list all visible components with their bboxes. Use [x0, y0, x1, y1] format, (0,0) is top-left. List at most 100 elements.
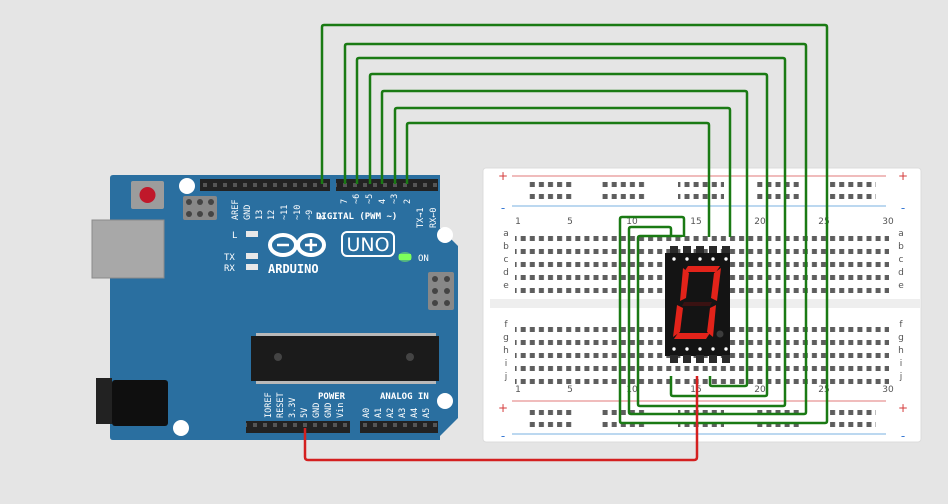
icsp-pins-1: [186, 199, 214, 217]
led-tx-label: TX: [224, 253, 235, 263]
decimal-point: [716, 330, 724, 338]
row-letter: i: [505, 359, 508, 369]
led-tx: [246, 253, 258, 259]
mounting-hole: [179, 178, 195, 194]
row-letters-right: a b c d e f g h i j: [898, 229, 904, 382]
column-number: 25: [818, 217, 829, 227]
segment-d: [674, 333, 710, 339]
analog-section-label: ANALOG IN: [380, 392, 429, 402]
power-section-label: POWER: [318, 392, 346, 402]
seven-segment-display[interactable]: [665, 246, 730, 363]
digital-header-low[interactable]: [336, 179, 438, 191]
column-number: 10: [626, 217, 638, 227]
pin-label-6: ~6: [352, 194, 362, 204]
wire-pin7[interactable]: [343, 42, 808, 416]
column-number: 30: [882, 217, 894, 227]
pin-label-ioref: IOREF: [264, 392, 274, 418]
wire-pin8[interactable]: [320, 23, 829, 425]
wire-pin2[interactable]: [405, 121, 711, 237]
row-letter: e: [503, 281, 509, 291]
green-wires[interactable]: [320, 23, 829, 425]
pin-label-a4: A4: [410, 408, 420, 418]
row-letter: f: [504, 320, 508, 330]
power-led-label: ON: [418, 254, 429, 264]
top-rail-holes[interactable]: [526, 180, 876, 204]
row-letter: j: [899, 372, 903, 382]
pin-label-vin: Vin: [336, 403, 346, 418]
uno-label: UNO: [346, 234, 389, 256]
pin-label-13: 13: [255, 210, 265, 220]
bottom-pin-labels: IOREF RESET 3.3V 5V GND GND Vin A0 A1 A2…: [264, 392, 432, 418]
row-letter: d: [503, 268, 509, 278]
arduino-logo-icon: [268, 233, 326, 257]
wire-pin5[interactable]: [368, 72, 769, 398]
row-letter: d: [898, 268, 904, 278]
row-letter: c: [504, 255, 509, 265]
power-jack-flange: [96, 378, 112, 424]
pin-label-2: 2: [403, 199, 413, 204]
digital-header-high[interactable]: [200, 179, 330, 191]
column-number: 20: [754, 217, 766, 227]
column-number: 5: [567, 385, 573, 395]
usb-connector: [91, 219, 165, 279]
icsp-pins-2: [432, 276, 450, 306]
analog-header[interactable]: [360, 421, 438, 433]
display-top-pins: [670, 246, 730, 254]
wire-pin3[interactable]: [393, 106, 732, 237]
wire-pin6[interactable]: [355, 56, 787, 408]
row-letters-left: a b c d e f g h i j: [503, 229, 509, 382]
rail-plus-label-tr: +: [898, 169, 908, 183]
led-rx-label: RX: [224, 264, 235, 274]
column-number: 10: [626, 385, 638, 395]
pin-label-3v3: 3.3V: [288, 398, 298, 418]
row-letter: b: [503, 242, 509, 252]
bottom-rail-holes[interactable]: [526, 408, 876, 432]
rail-minus-label-bl: -: [501, 429, 505, 443]
segment-g: [682, 302, 712, 306]
top-pin-labels: AREF GND 13 12 ~11 ~10 ~9 8 7 ~6 ~5 4 ~3…: [231, 194, 439, 228]
led-rx: [246, 264, 258, 270]
pin-label-gnd2: GND: [324, 403, 334, 418]
pin-label-gnd1: GND: [312, 403, 322, 418]
segment-b: [711, 268, 721, 301]
row-letter: g: [503, 333, 509, 343]
reset-button[interactable]: [139, 187, 156, 203]
segment-a: [684, 266, 720, 272]
mounting-hole: [437, 393, 453, 409]
led-l-label: L: [232, 231, 237, 241]
pin-label-a3: A3: [398, 408, 408, 418]
row-letter: h: [898, 346, 904, 356]
row-letter: e: [898, 281, 904, 291]
row-letter: b: [898, 242, 904, 252]
row-letter: a: [503, 229, 509, 239]
arduino-uno-board[interactable]: AREF GND 13 12 ~11 ~10 ~9 8 7 ~6 ~5 4 ~3…: [91, 175, 458, 440]
pin-label-1: TX→1: [416, 208, 426, 228]
rail-minus-label-tr: -: [901, 201, 905, 215]
column-number: 1: [515, 217, 521, 227]
chip-dot: [274, 353, 282, 361]
column-number: 30: [882, 385, 894, 395]
wire-5v-red[interactable]: [303, 376, 699, 462]
wire-pin4[interactable]: [380, 89, 749, 388]
arduino-brand-label: ARDUINO: [268, 262, 319, 276]
pin-label-4: 4: [378, 199, 388, 204]
pin-label-a1: A1: [374, 408, 384, 418]
pin-label-gnd: GND: [243, 205, 253, 220]
column-number: 5: [567, 217, 573, 227]
power-header[interactable]: [246, 421, 350, 433]
pin-label-11: ~11: [280, 205, 290, 220]
mounting-hole: [437, 227, 453, 243]
pin-label-a2: A2: [386, 408, 396, 418]
icsp-header-2: [428, 272, 454, 310]
row-letter: i: [900, 359, 903, 369]
pin-label-0: RX←0: [429, 208, 439, 228]
row-letter: j: [504, 372, 508, 382]
row-letter: a: [898, 229, 904, 239]
rail-minus-label-br: -: [901, 429, 905, 443]
rail-plus-label-tl: +: [498, 169, 508, 183]
chip-dot: [406, 353, 414, 361]
pin-label-a0: A0: [362, 408, 372, 418]
pin-label-a5: A5: [422, 408, 432, 418]
column-number: 1: [515, 385, 521, 395]
